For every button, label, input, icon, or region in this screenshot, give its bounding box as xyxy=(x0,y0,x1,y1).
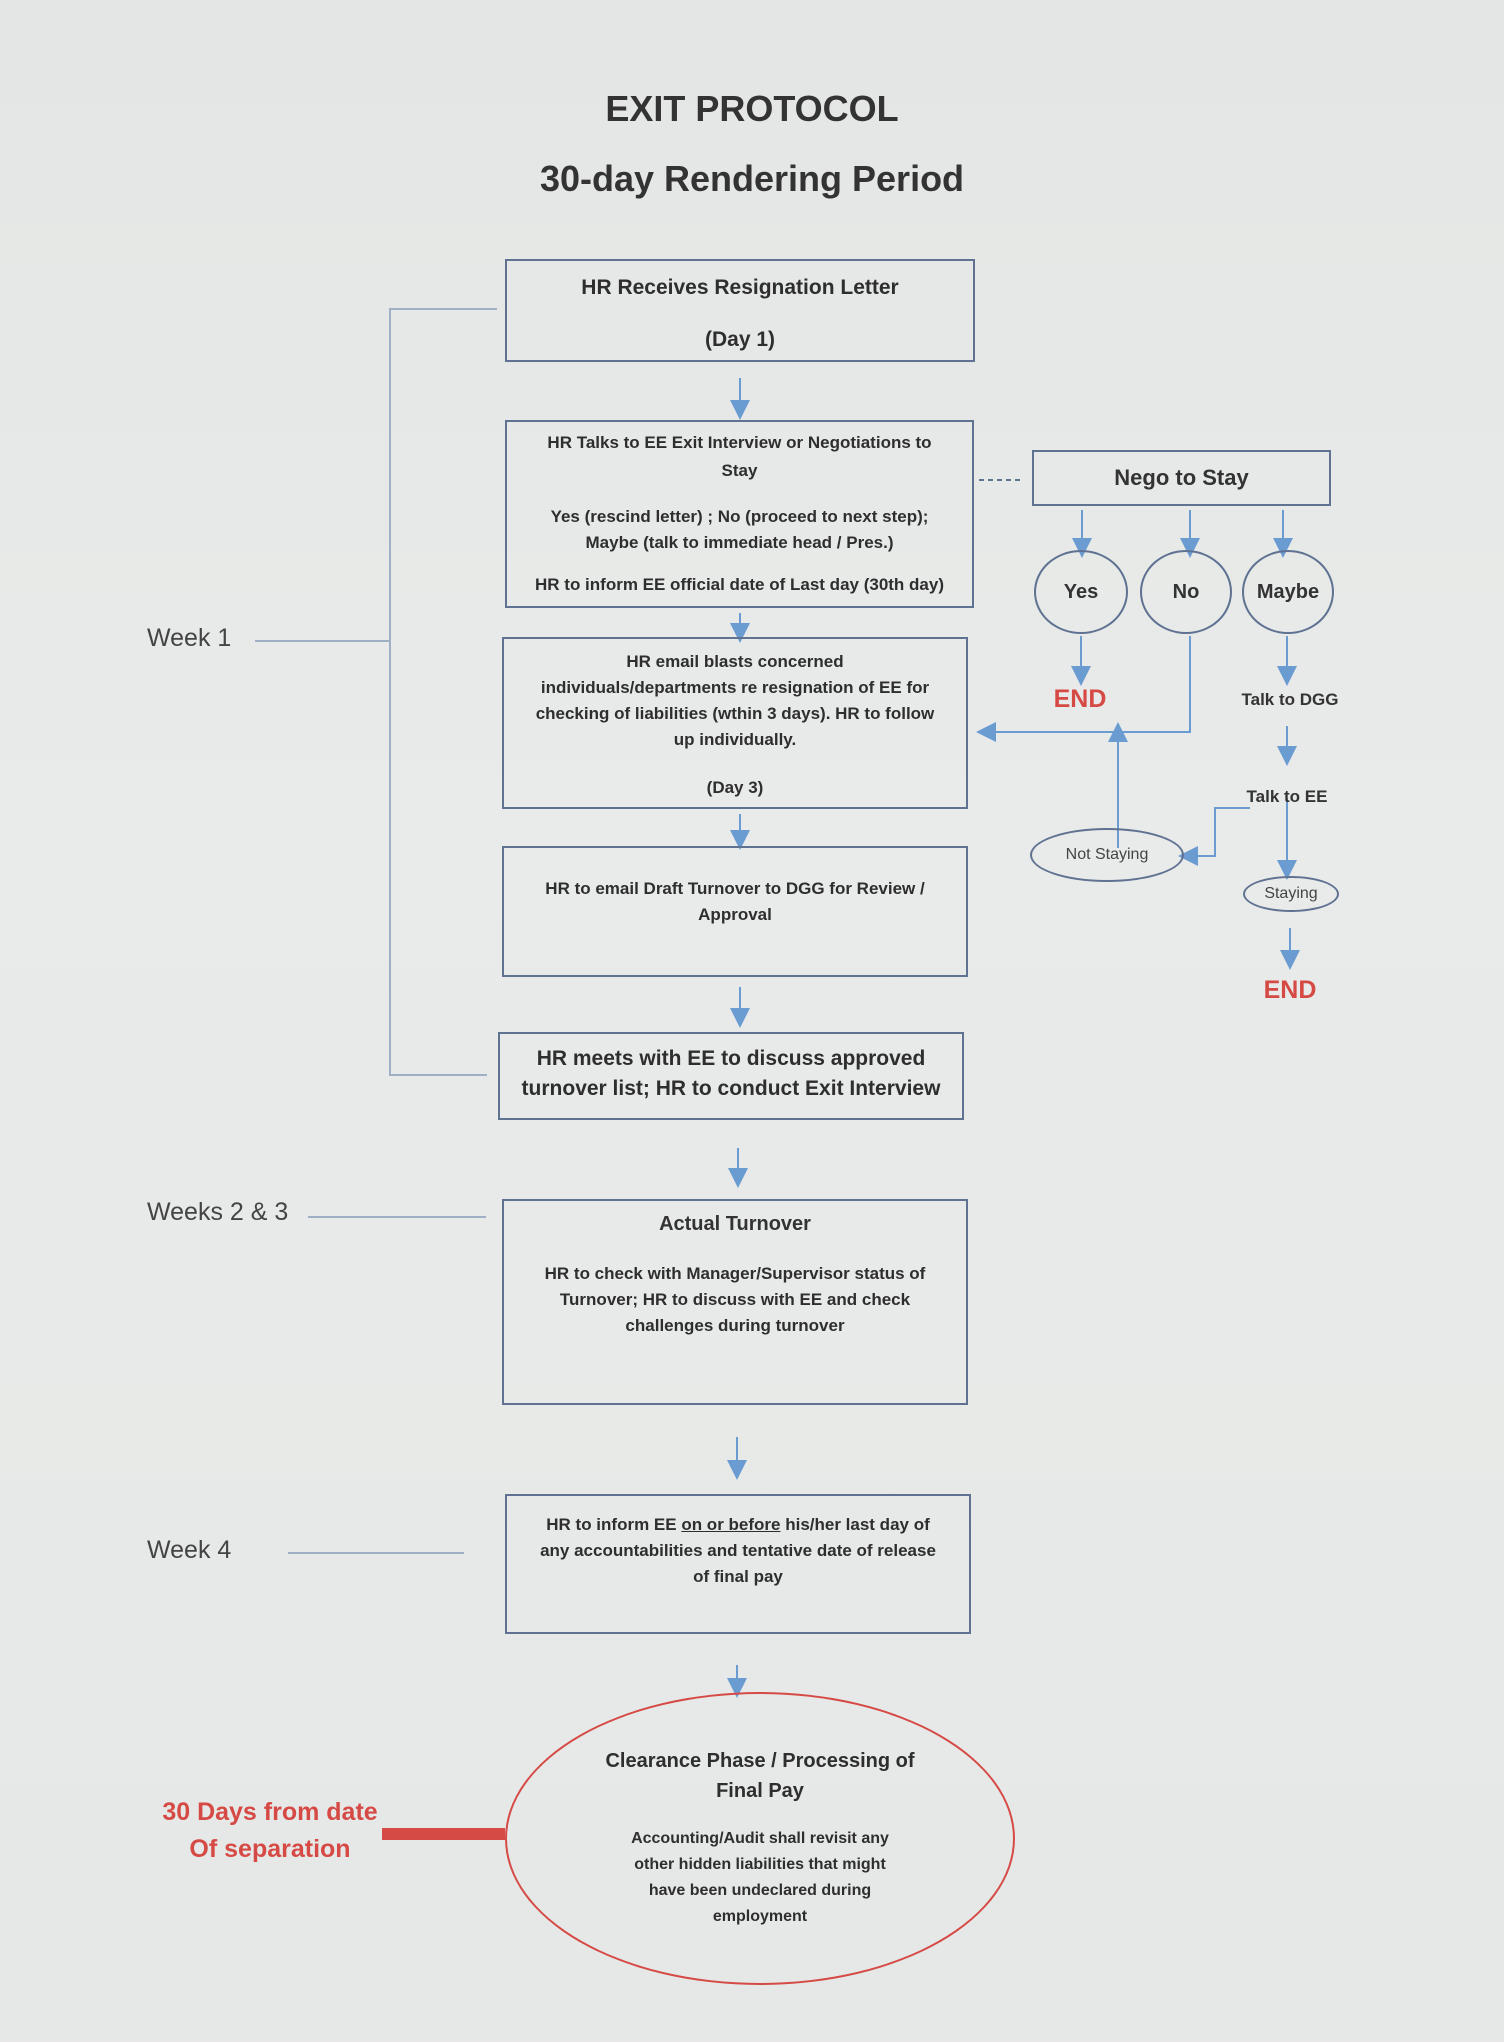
final-timing-line2: Of separation xyxy=(189,1835,351,1863)
end-staying: END xyxy=(1263,976,1317,1004)
final-pay-timing-label: 30 Days from date Of separation xyxy=(150,1794,390,1868)
decision-yes: Yes xyxy=(1034,550,1128,634)
not-staying-oval: Not Staying xyxy=(1030,828,1184,882)
step3-day: (Day 3) xyxy=(706,778,764,797)
week1-label: Week 1 xyxy=(147,624,232,652)
week1-bracket xyxy=(255,308,497,1076)
step5-line1: HR meets with EE to discuss approved xyxy=(536,1047,926,1070)
step7-line1-underline: on or before xyxy=(681,1515,781,1534)
step3-line1: HR email blasts concerned xyxy=(626,652,844,671)
week23-label: Weeks 2 & 3 xyxy=(147,1198,289,1226)
step3-line4: up individually. xyxy=(673,730,797,749)
step-inform-last-day: HR to inform EE on or before his/her las… xyxy=(505,1494,971,1634)
step1-day: (Day 1) xyxy=(704,328,776,351)
week4-label: Week 4 xyxy=(147,1536,232,1564)
step-draft-turnover: HR to email Draft Turnover to DGG for Re… xyxy=(502,846,968,977)
step7-line3: of final pay xyxy=(693,1567,783,1586)
page-subtitle: 30-day Rendering Period xyxy=(539,158,965,199)
clearance-phase-ellipse: Clearance Phase / Processing of Final Pa… xyxy=(505,1692,1015,1985)
nego-to-stay-box: Nego to Stay xyxy=(1032,450,1331,506)
talk-to-dgg: Talk to DGG xyxy=(1241,690,1339,709)
step-receive-resignation: HR Receives Resignation Letter (Day 1) xyxy=(505,259,975,362)
step-meet-ee: HR meets with EE to discuss approved tur… xyxy=(498,1032,964,1120)
step6-line3: challenges during turnover xyxy=(625,1316,845,1335)
step4-line1: HR to email Draft Turnover to DGG for Re… xyxy=(545,879,925,898)
step7-line1-a: HR to inform EE xyxy=(546,1515,682,1534)
step7-line1-c: his/her last day of xyxy=(780,1515,930,1534)
page-title: EXIT PROTOCOL xyxy=(605,88,899,129)
step4-line2: Approval xyxy=(698,905,772,924)
step1-title: HR Receives Resignation Letter xyxy=(581,276,899,299)
step2-line5: HR to inform EE official date of Last da… xyxy=(535,575,944,594)
step6-line2: Turnover; HR to discuss with EE and chec… xyxy=(559,1290,911,1309)
step3-line2: individuals/departments re resignation o… xyxy=(540,678,930,697)
decision-maybe: Maybe xyxy=(1242,550,1334,634)
step6-line1: HR to check with Manager/Supervisor stat… xyxy=(544,1264,926,1283)
step8-line1: Clearance Phase / Processing of xyxy=(605,1750,915,1772)
step2-line2: Stay xyxy=(721,461,758,480)
end-yes: END xyxy=(1053,685,1107,713)
step2-line3: Yes (rescind letter) ; No (proceed to ne… xyxy=(550,507,929,526)
step8-line5: have been undeclared during xyxy=(648,1882,872,1899)
step7-line1: HR to inform EE on or before his/her las… xyxy=(507,1512,969,1538)
step8-line2: Final Pay xyxy=(716,1780,804,1802)
step-actual-turnover: Actual Turnover HR to check with Manager… xyxy=(502,1199,968,1405)
main-flow-arrows xyxy=(727,378,750,1698)
step3-line3: checking of liabilities (wthin 3 days). … xyxy=(535,704,935,723)
talk-to-ee: Talk to EE xyxy=(1246,787,1328,806)
step2-line4: Maybe (talk to immediate head / Pres.) xyxy=(585,533,894,552)
step8-line3: Accounting/Audit shall revisit any xyxy=(631,1830,889,1847)
step-email-blast: HR email blasts concerned individuals/de… xyxy=(502,637,968,809)
step6-title: Actual Turnover xyxy=(659,1213,811,1235)
step-exit-interview: HR Talks to EE Exit Interview or Negotia… xyxy=(505,420,974,608)
step5-line2: turnover list; HR to conduct Exit Interv… xyxy=(521,1077,941,1100)
staying-oval: Staying xyxy=(1243,876,1339,912)
step8-line6: employment xyxy=(712,1908,808,1925)
step2-line1: HR Talks to EE Exit Interview or Negotia… xyxy=(547,433,932,452)
step8-line4: other hidden liabilities that might xyxy=(634,1856,886,1873)
decision-no: No xyxy=(1140,550,1232,634)
final-timing-line1: 30 Days from date xyxy=(162,1798,378,1826)
step7-line2: any accountabilities and tentative date … xyxy=(540,1541,936,1560)
